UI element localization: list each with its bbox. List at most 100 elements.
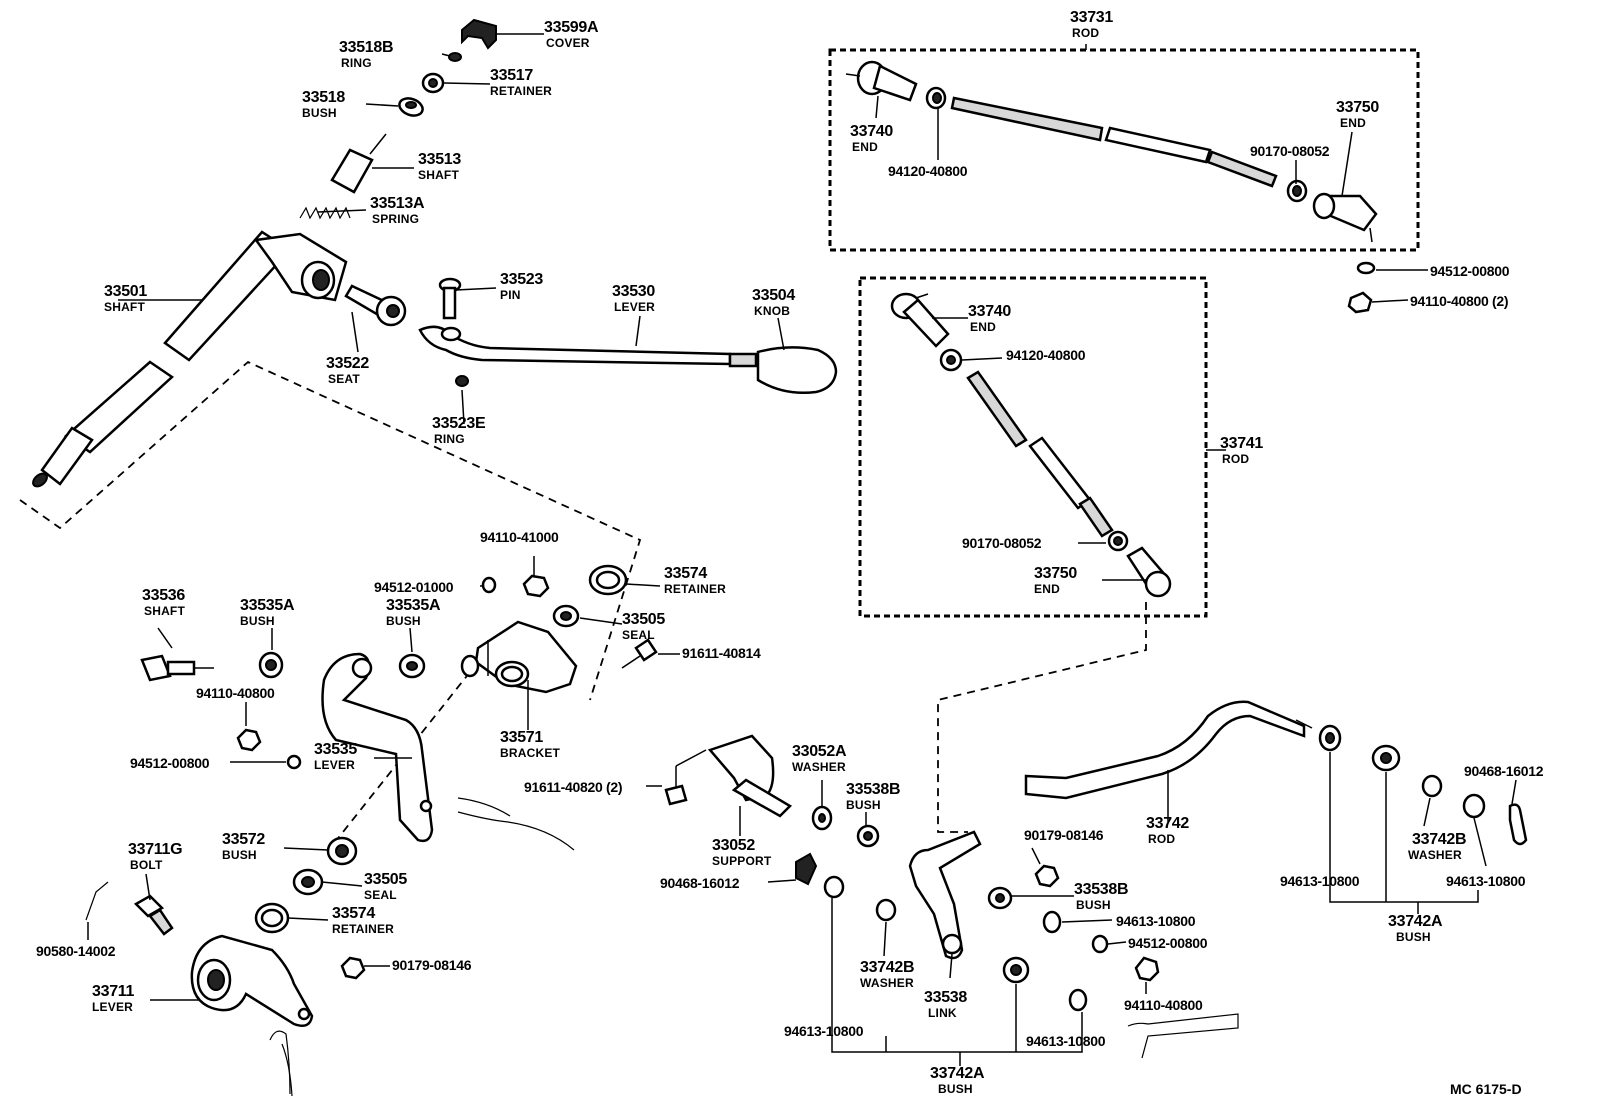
part-number-33574-top: 33574	[664, 565, 707, 582]
support-33052-drawing	[707, 734, 793, 818]
part-number-33742B-left: 33742B	[860, 959, 915, 976]
washer-94613-10800-a-drawing	[823, 875, 845, 899]
hardware-94110-40800-right: 94110-40800	[1124, 997, 1203, 1013]
ring-33518B-drawing	[448, 52, 462, 62]
lever-33530-drawing	[418, 325, 758, 368]
part-number-33052A: 33052A	[792, 743, 847, 760]
hardware-94110-40800-2: 94110-40800 (2)	[1410, 293, 1509, 309]
pin-33523-drawing	[438, 277, 462, 320]
part-number-33536: 33536	[142, 587, 185, 604]
part-name-33505-top: SEAL	[622, 628, 655, 642]
part-number-33538B-right: 33538B	[1074, 881, 1129, 898]
rod-33741-drawing	[890, 292, 1172, 598]
part-number-33740-mid: 33740	[968, 303, 1011, 320]
rod-33731-drawing	[845, 60, 1378, 243]
part-name-33513A: SPRING	[372, 212, 420, 226]
hardware-90179-08146-right: 90179-08146	[1024, 827, 1104, 843]
part-number-33501: 33501	[104, 283, 147, 300]
bush-33538B-right-drawing	[987, 886, 1013, 910]
ring-33523E-drawing	[455, 375, 469, 387]
hardware-90468-16012-right: 90468-16012	[1464, 763, 1544, 779]
link-33538-drawing	[908, 830, 982, 960]
washer-33742B-left-drawing	[875, 898, 897, 922]
part-number-33505-bottom: 33505	[364, 871, 407, 888]
part-name-33574-bottom: RETAINER	[332, 922, 395, 936]
part-name-33501: SHAFT	[104, 300, 145, 314]
part-name-33740-top: END	[852, 140, 878, 154]
bush-33535A-left-drawing	[258, 651, 284, 679]
part-name-33740-mid: END	[970, 320, 996, 334]
hardware-94120-40800-top: 94120-40800	[888, 163, 968, 179]
part-number-33742B-right: 33742B	[1412, 831, 1467, 848]
part-number-33518B: 33518B	[339, 39, 394, 56]
part-name-33505-bottom: SEAL	[364, 888, 397, 902]
cable-bottom-drawing	[269, 1030, 293, 1097]
part-name-33742B-left: WASHER	[860, 976, 914, 990]
part-name-33523: PIN	[500, 288, 521, 302]
part-number-33538: 33538	[924, 989, 967, 1006]
seal-33505-top-drawing	[552, 604, 580, 628]
part-number-33535A-mid: 33535A	[386, 597, 441, 614]
bush-33742A-right-drawing	[1371, 744, 1401, 772]
hardware-94110-40800-left: 94110-40800	[196, 685, 275, 701]
part-number-33731: 33731	[1070, 9, 1113, 26]
washer-94613-10800-c-drawing	[1068, 988, 1088, 1012]
retainer-33574-bottom-drawing	[254, 902, 290, 934]
part-name-33052: SUPPORT	[712, 854, 772, 868]
part-number-33522: 33522	[326, 355, 369, 372]
part-name-33538B-right: BUSH	[1076, 898, 1111, 912]
lever-33711-drawing	[190, 934, 314, 1027]
bolt-91611-40814-drawing	[621, 638, 658, 669]
rod-link-dashed-line	[937, 602, 1147, 833]
hardware-90170-08052-top: 90170-08052	[1250, 143, 1330, 159]
bush-33518-drawing	[398, 97, 424, 117]
lever-33535-drawing	[321, 652, 434, 843]
part-number-33740-top: 33740	[850, 123, 893, 140]
hardware-94512-00800-top: 94512-00800	[1430, 263, 1510, 279]
part-name-33571: BRACKET	[500, 746, 561, 760]
nut-90179-08146-right-drawing	[1034, 864, 1060, 888]
part-number-33517: 33517	[490, 67, 533, 84]
part-name-33517: RETAINER	[490, 84, 553, 98]
hardware-91611-40820: 91611-40820 (2)	[524, 779, 623, 795]
hardware-94613-10800-mid: 94613-10800	[1116, 913, 1196, 929]
part-number-33530: 33530	[612, 283, 655, 300]
hardware-94512-00800-left: 94512-00800	[130, 755, 210, 771]
part-number-33742A-bottom: 33742A	[930, 1065, 985, 1082]
part-name-33535: LEVER	[314, 758, 356, 772]
part-number-33513A: 33513A	[370, 195, 425, 212]
retainer-33517-drawing	[421, 72, 445, 94]
seat-33522-drawing	[344, 284, 407, 327]
washer-94512-00800-top-drawing	[1356, 261, 1376, 275]
part-number-33535: 33535	[314, 741, 357, 758]
part-number-33599A: 33599A	[544, 19, 599, 36]
bush-33538B-top-drawing	[856, 824, 880, 848]
part-name-33741: ROD	[1222, 452, 1250, 466]
hardware-90179-08146-left: 90179-08146	[392, 957, 472, 973]
part-number-33513: 33513	[418, 151, 461, 168]
hardware-94512-00800-right: 94512-00800	[1128, 935, 1208, 951]
knob-33504-drawing	[756, 346, 838, 394]
part-number-33742: 33742	[1146, 815, 1189, 832]
linkage-dashed-outline	[19, 360, 642, 701]
washer-33052A-drawing	[811, 805, 833, 831]
part-name-33518B: RING	[341, 56, 372, 70]
hardware-94613-10800-bottom-left: 94613-10800	[784, 1023, 864, 1039]
part-name-33538B-top: BUSH	[846, 798, 881, 812]
diagram-reference-code: MC 6175-D	[1450, 1081, 1522, 1097]
rod-end-bottom-drawing	[1127, 1013, 1239, 1059]
bolt-91611-40820-drawing	[664, 766, 688, 806]
rod-33741-group-box	[858, 276, 1208, 618]
leader-lines	[87, 33, 1517, 1001]
hardware-94613-10800-right-a: 94613-10800	[1280, 873, 1360, 889]
shaft-33501-drawing	[32, 230, 348, 488]
part-name-33742A-bottom: BUSH	[938, 1082, 973, 1096]
cover-33599A-drawing	[461, 18, 497, 50]
bush-33742A-bottom-drawing	[1002, 956, 1030, 984]
bolt-33711G-drawing	[133, 894, 174, 936]
part-name-33536: SHAFT	[144, 604, 185, 618]
rod-33742-drawing	[1024, 700, 1313, 800]
washer-94512-00800-left-drawing	[286, 754, 302, 770]
nut-94110-40800-right-drawing	[1134, 956, 1160, 982]
